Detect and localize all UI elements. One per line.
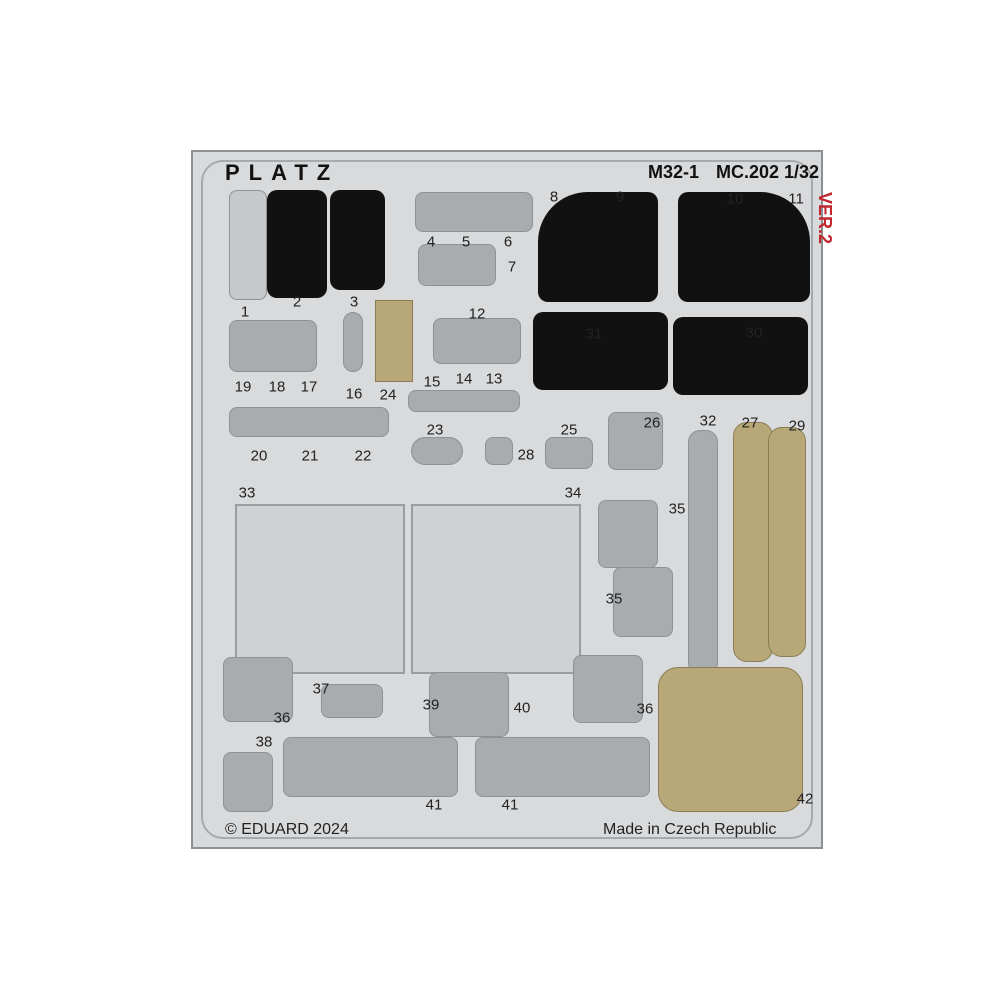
part-label: 27: [741, 414, 759, 432]
part-label: 8: [549, 188, 559, 206]
version-label: VER.2: [815, 192, 835, 245]
part-1: [229, 190, 267, 300]
part-41a: [283, 737, 458, 797]
part-33: [235, 504, 405, 674]
part-label: 10: [726, 190, 744, 208]
part-label: 28: [517, 446, 535, 464]
part-label: 25: [560, 421, 578, 439]
panel-30: [673, 317, 808, 395]
part-25: [545, 437, 593, 469]
part-label: 24: [379, 386, 397, 404]
part-label: 1: [240, 303, 250, 321]
part-34: [411, 504, 581, 674]
part-41b: [475, 737, 650, 797]
part-36b: [573, 655, 643, 723]
part-38: [223, 752, 273, 812]
panel-8-9: [538, 192, 658, 302]
part-2: [267, 190, 327, 298]
part-label: 13: [485, 370, 503, 388]
part-label: 42: [796, 790, 814, 808]
parts-20-22: [229, 407, 389, 437]
part-36a: [223, 657, 293, 722]
part-label: 35: [668, 500, 686, 518]
part-label: 19: [234, 378, 252, 396]
part-label: 15: [423, 373, 441, 391]
part-label: 12: [468, 305, 486, 323]
part-label: 7: [507, 258, 517, 276]
part-32: [688, 430, 718, 675]
panel-31: [533, 312, 668, 390]
part-label: 23: [426, 421, 444, 439]
parts-4-6: [415, 192, 533, 232]
origin-label: Made in Czech Republic: [603, 821, 777, 838]
brand-logo: PLATZ: [225, 160, 340, 185]
part-27: [733, 422, 773, 662]
part-label: 20: [250, 447, 268, 465]
part-label: 35: [605, 590, 623, 608]
parts-13-15: [408, 390, 520, 412]
part-label: 39: [422, 696, 440, 714]
part-label: 4: [426, 233, 436, 251]
part-35a: [598, 500, 658, 568]
part-label: 18: [268, 378, 286, 396]
part-label: 38: [255, 733, 273, 751]
part-label: 34: [564, 484, 582, 502]
part-label: 2: [292, 293, 302, 311]
part-29: [768, 427, 806, 657]
model-scale: MC.202 1/32: [716, 162, 820, 182]
part-label: 9: [615, 188, 625, 206]
part-label: 22: [354, 447, 372, 465]
part-label: 41: [425, 796, 443, 814]
part-37: [321, 684, 383, 718]
panel-10-11: [678, 192, 810, 302]
part-label: 26: [643, 414, 661, 432]
part-3: [330, 190, 385, 290]
part-12: [433, 318, 521, 364]
part-label: 31: [585, 325, 603, 343]
part-label: 37: [312, 680, 330, 698]
part-28: [485, 437, 513, 465]
part-label: 29: [788, 417, 806, 435]
part-24: [375, 300, 413, 382]
part-label: 32: [699, 412, 717, 430]
part-26: [608, 412, 663, 470]
part-label: 40: [513, 699, 531, 717]
parts-17-19: [229, 320, 317, 372]
part-35b: [613, 567, 673, 637]
part-label: 21: [301, 447, 319, 465]
fret-frame: [201, 160, 813, 839]
part-42: [658, 667, 803, 812]
part-label: 36: [273, 709, 291, 727]
part-23: [411, 437, 463, 465]
part-label: 3: [349, 293, 359, 311]
part-label: 14: [455, 370, 473, 388]
copyright: © EDUARD 2024: [225, 821, 349, 838]
part-7: [418, 244, 496, 286]
part-label: 41: [501, 796, 519, 814]
part-label: 16: [345, 385, 363, 403]
part-label: 17: [300, 378, 318, 396]
part-label: 30: [745, 324, 763, 342]
photo-etch-fret: PLATZ M32-1 MC.202 1/32 VER.2 1 2 3 4 5 …: [191, 150, 835, 849]
parts-39-40: [429, 672, 509, 737]
part-label: 36: [636, 700, 654, 718]
part-label: 33: [238, 484, 256, 502]
part-label: 5: [461, 233, 471, 251]
part-label: 11: [788, 190, 804, 208]
part-16: [343, 312, 363, 372]
part-label: 6: [503, 233, 513, 251]
set-code: M32-1: [648, 162, 700, 182]
